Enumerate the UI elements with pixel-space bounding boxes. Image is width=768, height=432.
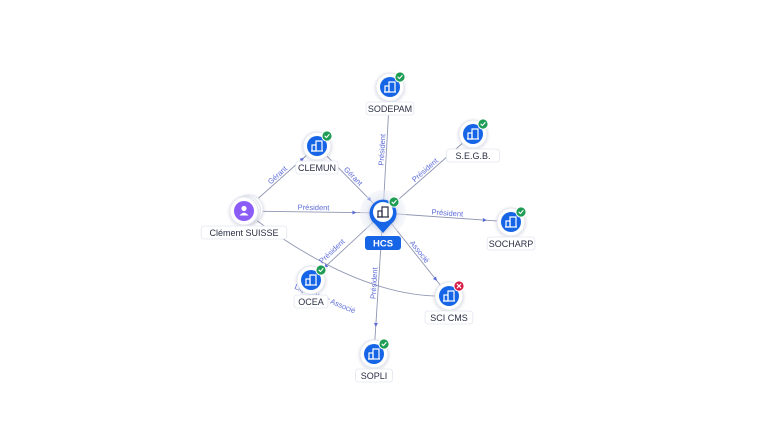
node-label-tag: SODEPAM — [365, 101, 415, 116]
node-label: SOCHARP — [489, 239, 534, 249]
status-active-icon — [388, 196, 400, 208]
node-sopli[interactable]: SOPLI — [355, 338, 393, 383]
node-ocea[interactable]: OCEA — [293, 264, 329, 309]
node-segb[interactable]: S.E.G.B. — [445, 118, 500, 163]
edge-arrow — [299, 157, 304, 162]
node-sodepam[interactable]: SODEPAM — [365, 71, 415, 116]
building-icon — [505, 216, 517, 228]
building-icon — [384, 81, 396, 93]
edge-arrow — [373, 322, 378, 327]
status-active-icon — [321, 130, 333, 142]
node-label-tag: S.E.G.B. — [445, 148, 500, 163]
node-clemun[interactable]: CLEMUN — [295, 130, 339, 175]
node-label-tag: OCEA — [293, 294, 329, 309]
edge-label: Président — [410, 156, 440, 184]
node-label: S.E.G.B. — [455, 151, 490, 161]
building-icon — [305, 274, 317, 286]
center-label-tag: HCS — [365, 236, 401, 250]
node-label-tag: SOCHARP — [486, 236, 536, 251]
status-closed-icon — [453, 280, 465, 292]
edge-label: Président — [369, 266, 380, 299]
status-active-icon — [378, 338, 390, 350]
node-label: OCEA — [298, 297, 324, 307]
node-label: SCI CMS — [430, 313, 468, 323]
node-label: SOPLI — [361, 371, 388, 381]
building-icon — [311, 140, 323, 152]
edge-arrow — [352, 210, 357, 215]
node-hcs-center[interactable]: HCS — [360, 190, 406, 250]
node-label-tag: SOPLI — [355, 368, 393, 383]
node-label: Clément SUISSE — [209, 228, 278, 238]
node-scicms[interactable]: SCI CMS — [424, 280, 474, 325]
edge-clement-hcs[interactable] — [243, 210, 384, 215]
status-active-icon — [394, 71, 406, 83]
edge-label: Président — [431, 207, 464, 218]
building-icon — [368, 348, 380, 360]
edge-label: Président — [298, 203, 331, 212]
node-label: SODEPAM — [368, 104, 412, 114]
node-label-tag: Clément SUISSE — [200, 225, 288, 240]
node-socharp[interactable]: SOCHARP — [486, 206, 536, 251]
status-active-icon — [515, 206, 527, 218]
node-label-tag: SCI CMS — [424, 310, 474, 325]
edge-arrow — [432, 276, 437, 281]
edge-label: Gérant — [342, 165, 365, 188]
status-active-icon — [315, 264, 327, 276]
node-label: CLEMUN — [298, 163, 336, 173]
node-label-tag: CLEMUN — [295, 160, 339, 175]
nodes-layer: SODEPAM CLEMUN S.E.G.B. Clément SUISSE SOCHA… — [200, 71, 536, 383]
node-clement[interactable]: Clément SUISSE — [200, 194, 288, 240]
edge-label: Gérant — [266, 164, 290, 187]
status-active-icon — [477, 118, 489, 130]
building-icon — [443, 290, 455, 302]
building-icon — [377, 206, 389, 218]
edge-arrow — [482, 218, 487, 223]
edge-label: Associé — [408, 239, 431, 265]
edge-label: Président — [377, 133, 388, 166]
building-icon — [467, 128, 479, 140]
center-label: HCS — [373, 239, 393, 250]
person-icon — [239, 205, 249, 216]
